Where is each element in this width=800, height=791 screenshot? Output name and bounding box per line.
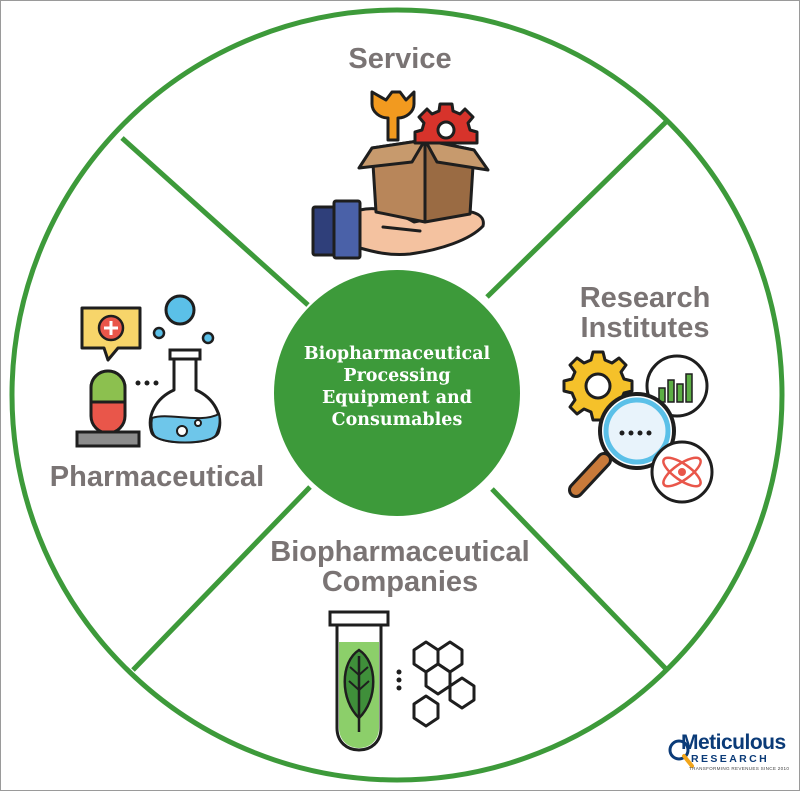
logo-emblem-icon <box>668 739 694 768</box>
logo-tagline: TRANSFORMING REVENUES SINCE 2010 <box>689 766 790 771</box>
label-pharmaceutical: Pharmaceutical <box>32 462 282 492</box>
label-pharmaceutical-line: Pharmaceutical <box>49 461 265 493</box>
center-title-line-1: Biopharmaceutical <box>303 344 491 364</box>
label-research-line-2: Institutes <box>580 312 710 344</box>
divider-bottom-left <box>131 485 312 672</box>
center-title-line-4: Consumables <box>331 410 463 430</box>
center-circle <box>274 270 520 516</box>
label-biopharmaceutical-companies: Biopharmaceutical Companies <box>240 537 560 597</box>
divider-bottom-right <box>490 487 669 672</box>
divider-top-left <box>120 136 310 307</box>
research-magnifier-icon <box>562 350 714 504</box>
medicine-flask-icon <box>75 294 222 448</box>
center-title-line-3: Equipment and <box>321 388 473 408</box>
label-service: Service <box>300 44 500 74</box>
logo-name: Meticulous <box>681 731 786 754</box>
segment-dividers <box>120 118 670 672</box>
label-research-line-1: Research <box>579 282 711 314</box>
label-biopharma-line-2: Companies <box>321 566 479 598</box>
outer-ring <box>9 7 785 783</box>
center-title-line-2: Processing <box>343 366 451 386</box>
meticulous-research-logo: Meticulous RESEARCH TRANSFORMING REVENUE… <box>669 731 793 777</box>
hand-box-tools-icon <box>311 90 490 260</box>
label-service-line: Service <box>348 43 452 75</box>
logo-sub: RESEARCH <box>691 753 770 765</box>
divider-top-right <box>485 118 670 299</box>
label-research-institutes: Research Institutes <box>555 283 735 343</box>
label-biopharma-line-1: Biopharmaceutical <box>270 536 530 568</box>
test-tube-leaf-molecule-icon <box>328 610 476 752</box>
center-title: Biopharmaceutical Processing Equipment a… <box>279 343 515 431</box>
